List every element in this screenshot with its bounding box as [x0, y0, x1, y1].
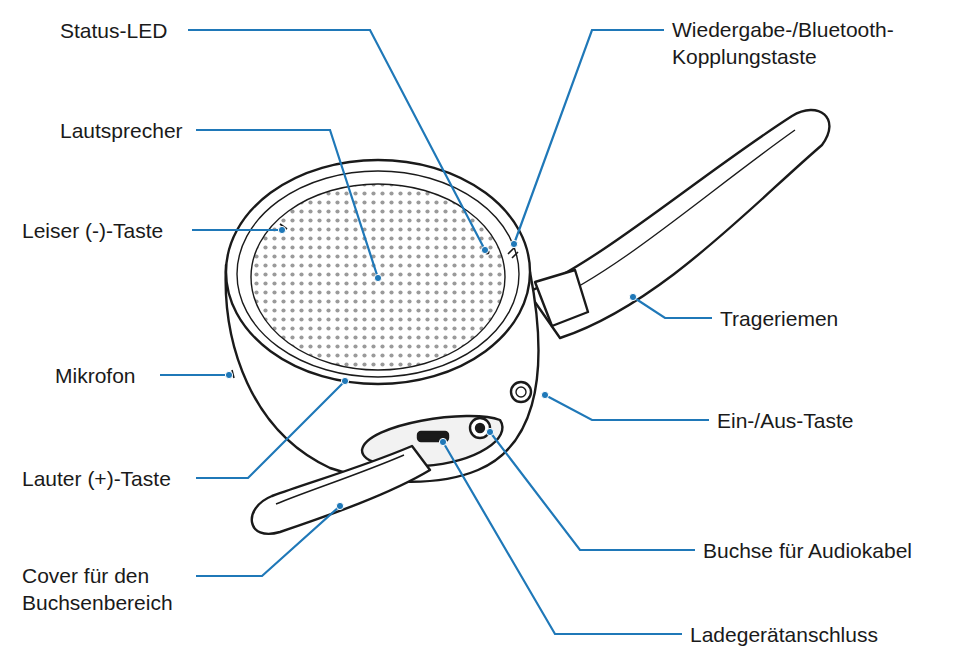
leader-line [160, 374, 229, 376]
leader-dot [629, 293, 636, 300]
leader-line [633, 297, 712, 318]
part-label: Status-LED [60, 17, 167, 44]
strap-seam [548, 130, 795, 302]
leader-dot [278, 226, 285, 233]
port-cover-edge [276, 455, 404, 504]
leader-line [490, 432, 695, 550]
carry-strap [528, 110, 829, 338]
leader-dot [374, 274, 381, 281]
leader-line [514, 30, 664, 244]
leader-line [443, 442, 682, 634]
leader-dot [510, 240, 517, 247]
leader-dot [486, 428, 493, 435]
power-button-inner [516, 387, 526, 397]
leader-dot [481, 246, 488, 253]
leader-dot [541, 391, 548, 398]
leader-dot [341, 377, 348, 384]
leader-line [196, 130, 378, 278]
part-label: Cover für den Buchsenbereich [22, 562, 190, 616]
part-label: Leiser (-)-Taste [22, 217, 163, 244]
leader-dot [336, 502, 343, 509]
leader-line [192, 229, 282, 231]
leader-dot [439, 438, 446, 445]
part-label: Mikrofon [55, 362, 136, 389]
play-button-mark [508, 248, 518, 258]
audio-jack [470, 418, 490, 438]
part-label: Ladegerätanschluss [690, 621, 878, 648]
audio-jack-hole [476, 424, 484, 432]
leader-dot [225, 371, 232, 378]
part-label: Buchse für Audiokabel [703, 537, 912, 564]
speaker-inner-rim [237, 171, 519, 377]
strap-buckle [535, 270, 588, 326]
part-label: Ein-/Aus-Taste [717, 407, 854, 434]
speaker-grill [251, 184, 505, 370]
power-button [511, 382, 531, 402]
leader-line [545, 395, 709, 420]
port-cover [252, 446, 430, 534]
part-label: Lautsprecher [60, 117, 183, 144]
part-label: Trageriemen [720, 305, 838, 332]
leader-line [188, 30, 485, 250]
speaker-rim [226, 160, 530, 384]
leader-line [196, 381, 345, 478]
part-label: Wiedergabe-/Bluetooth- Kopplungstaste [672, 16, 944, 70]
leader-line [196, 506, 340, 576]
part-label: Lauter (+)-Taste [22, 465, 171, 492]
